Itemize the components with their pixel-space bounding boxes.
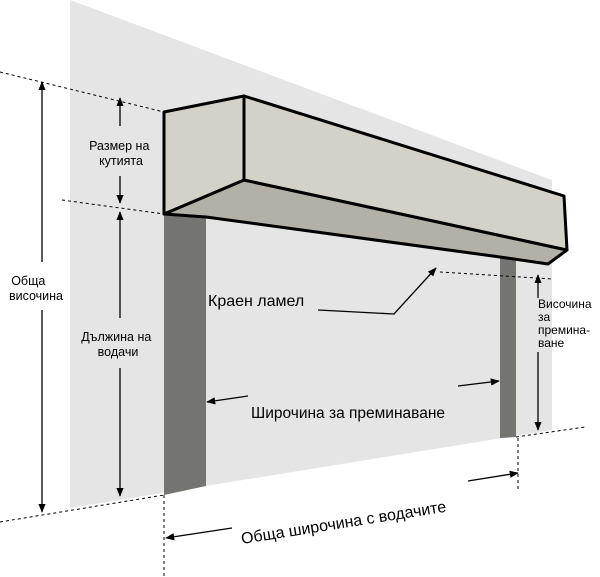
extension-lines: [0, 71, 586, 577]
dimension-arrows: [38, 81, 542, 541]
box-end-face: [162, 94, 246, 216]
total-height-line-1: Обща: [11, 274, 45, 288]
guide-length-line-2: водачи: [98, 345, 139, 359]
box-size-line-2: кутията: [99, 154, 143, 168]
passage-height-line-1: Височина: [538, 297, 592, 311]
left-guide-rail: [164, 215, 206, 495]
total-width-label: Обща широчина с водачите: [240, 499, 448, 548]
passage-height-line-2: за: [538, 310, 551, 324]
box-size-line-1: Размер на: [89, 139, 149, 153]
end-slat-label: Краен ламел: [208, 293, 304, 310]
passage-width-label: Широчина за преминаване: [251, 405, 445, 422]
total-height-label: Обща височина: [9, 274, 63, 303]
passage-height-line-3: премина-: [538, 323, 590, 337]
total-height-line-2: височина: [9, 289, 63, 303]
box-size-label: Размер на кутията: [89, 139, 153, 168]
passage-height-label: Височина за премина- ване: [538, 297, 595, 350]
passage-height-line-4: ване: [538, 336, 565, 350]
guide-length-label: Дължина на водачи: [81, 330, 155, 359]
guide-length-line-1: Дължина на: [81, 330, 151, 344]
right-guide-rail: [500, 257, 516, 438]
